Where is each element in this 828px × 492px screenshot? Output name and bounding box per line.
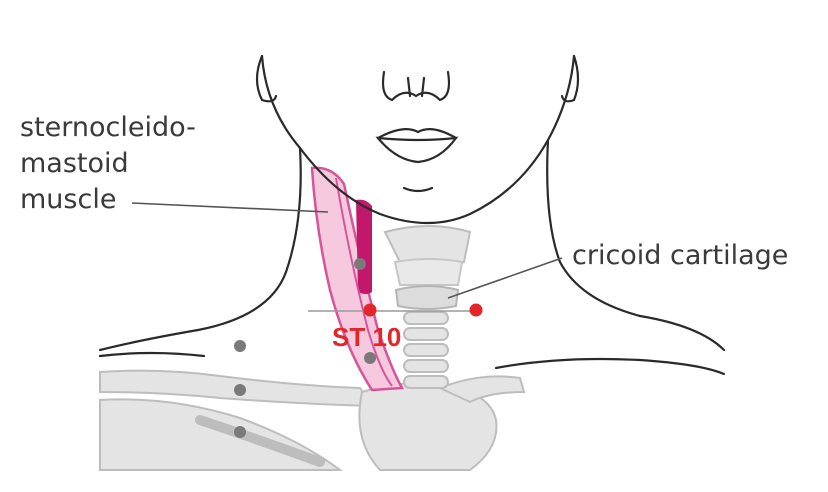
neck-left xyxy=(98,146,302,352)
hyoid-area xyxy=(393,258,464,286)
cricoid-label: cricoid cartilage xyxy=(572,240,788,271)
scm-muscle-body xyxy=(310,166,405,392)
acupoints xyxy=(234,258,483,438)
cricoid-cartilage xyxy=(394,285,460,310)
trachea-ring xyxy=(403,343,449,357)
scm-muscle-dark-band xyxy=(356,199,372,294)
st10-point-label: ST 10 xyxy=(332,322,401,352)
scm-muscle-edge xyxy=(335,177,393,387)
red-point-st10-left xyxy=(363,303,377,317)
trachea-ring xyxy=(403,311,449,325)
scm-label-line3: muscle xyxy=(20,184,116,215)
scm-leader-line xyxy=(131,202,329,213)
left-rib xyxy=(195,415,325,467)
gray-point-shoulder-2 xyxy=(234,384,246,396)
cricoid-leader-line xyxy=(447,257,563,299)
larynx-trachea xyxy=(383,225,472,389)
gray-point-shoulder-1 xyxy=(234,340,246,352)
scm-label-line2: mastoid xyxy=(20,148,129,179)
upper-lip xyxy=(376,127,458,140)
chin-line xyxy=(402,186,434,193)
gray-point-neck xyxy=(354,258,366,270)
sternocleidomastoid-muscle xyxy=(310,166,405,392)
trachea-ring xyxy=(403,359,449,373)
head-outline xyxy=(98,54,726,376)
red-point-st10-right xyxy=(469,303,483,317)
gray-point-neck-low xyxy=(364,352,376,364)
jaw-outline xyxy=(260,54,576,225)
nose xyxy=(381,70,451,102)
left-ear xyxy=(255,54,278,103)
nose-bridge xyxy=(406,76,426,98)
gray-point-shoulder-3 xyxy=(234,426,246,438)
mouth xyxy=(375,136,459,164)
collar-line-left xyxy=(98,351,206,358)
right-clavicle xyxy=(437,375,526,404)
trachea-ring xyxy=(403,327,449,341)
scm-label-line1: sternocleido- xyxy=(20,112,196,143)
clavicle-bones xyxy=(99,369,526,471)
right-ear xyxy=(560,54,580,103)
neck-right xyxy=(546,138,726,352)
collar-line-right xyxy=(494,357,726,376)
trachea-ring xyxy=(403,375,449,389)
